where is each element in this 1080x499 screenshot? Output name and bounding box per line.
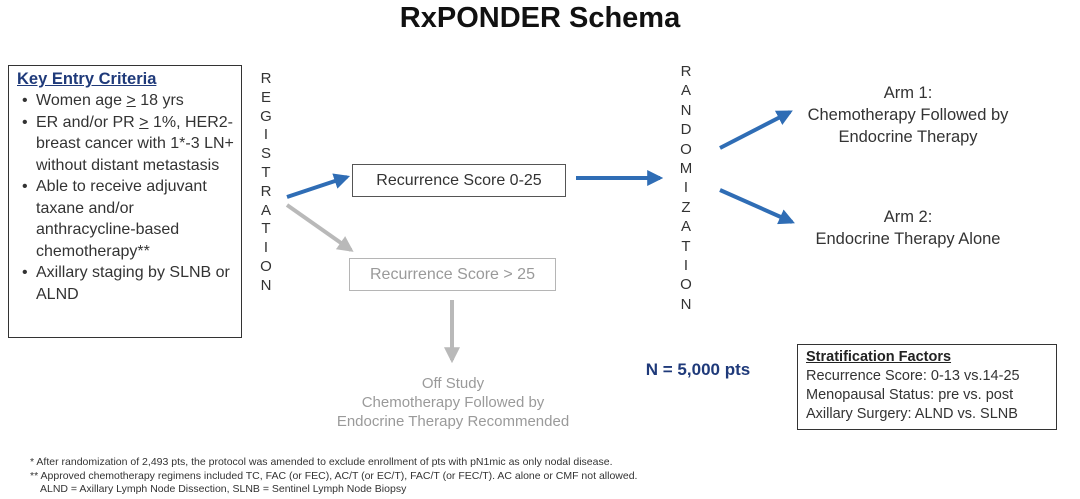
arm-1-line-1: Arm 1: [883,84,933,102]
sample-size-label: N = 5,000 pts [645,360,751,379]
footnote-2: ** Approved chemotherapy regimens includ… [30,469,638,482]
registration-letter: I [263,126,269,144]
randomization-letter: T [681,237,691,255]
arm-1-line-3: Endocrine Therapy [838,128,978,146]
randomization-letter: O [680,140,692,158]
footnote-1: * After randomization of 2,493 pts, the … [30,456,613,468]
key-entry-criteria-heading: Key Entry Criteria [17,70,157,88]
randomization-letter: O [680,276,692,294]
randomization-letter: A [680,82,691,100]
registration-letter: G [260,107,272,125]
criteria-item-age: Women age > 18 yrs [17,90,235,112]
stratification-row-axillary: Axillary Surgery: ALND vs. SLNB [806,406,1018,422]
randomization-letter: N [680,101,692,119]
diagram-title: RxPONDER Schema [399,2,681,34]
off-study-line-3: Endocrine Therapy Recommended [336,413,570,430]
stratification-heading: Stratification Factors [806,349,952,365]
registration-letter: T [261,163,271,181]
randomization-letter: A [680,218,691,236]
randomization-letter: I [683,179,689,197]
arm-1-text: Arm 1: Chemotherapy Followed by Endocrin… [778,82,1038,148]
key-entry-criteria-box: Key Entry Criteria Women age > 18 yrs ER… [8,65,242,338]
registration-letter: T [261,220,271,238]
registration-letter: I [263,239,269,257]
arrow-to-rs-low [286,173,351,199]
criteria-item-axillary-staging: Axillary staging by SLNB or ALND [17,262,235,305]
arm-1-line-2: Chemotherapy Followed by [807,106,1009,124]
stratification-factors-box: Stratification Factors Recurrence Score:… [797,344,1057,430]
randomization-letter: Z [681,198,691,216]
randomization-letter: D [680,121,692,139]
criteria-item-chemotherapy: Able to receive adjuvant taxane and/or a… [17,176,235,262]
registration-letter: R [260,182,272,200]
arm-2-line-2: Endocrine Therapy Alone [815,230,1001,248]
stratification-row-menopausal: Menopausal Status: pre vs. post [806,387,1014,403]
registration-letter: O [260,257,272,275]
registration-letter: N [260,276,272,294]
arrow-to-arm-1 [719,110,793,150]
randomization-letter: N [680,295,692,313]
randomization-letter: I [683,256,689,274]
footnotes: * After randomization of 2,493 pts, the … [30,456,1070,497]
registration-letter: S [260,145,271,163]
registration-letter: A [260,201,271,219]
off-study-line-1: Off Study [421,375,485,392]
arm-2-line-1: Arm 2: [883,208,933,226]
criteria-item-receptor: ER and/or PR > 1%, HER2- breast cancer w… [17,112,235,177]
recurrence-score-high-box: Recurrence Score > 25 [349,258,556,291]
footnote-3: ALND = Axillary Lymph Node Dissection, S… [40,483,407,495]
randomization-letter: M [679,159,693,177]
arrow-to-arm-2 [719,188,795,225]
recurrence-score-low-box: Recurrence Score 0-25 [352,164,566,197]
registration-letter: R [260,70,272,87]
off-study-text: Off Study Chemotherapy Followed by Endoc… [318,374,588,431]
arrow-to-rs-high [285,203,354,252]
arm-2-text: Arm 2: Endocrine Therapy Alone [778,206,1038,250]
criteria-list: Women age > 18 yrs ER and/or PR > 1%, HE… [17,90,235,305]
off-study-line-2: Chemotherapy Followed by [361,394,545,411]
randomization-letter: R [680,63,692,80]
stratification-row-recurrence: Recurrence Score: 0-13 vs.14-25 [806,368,1020,384]
registration-letter: E [260,88,271,106]
